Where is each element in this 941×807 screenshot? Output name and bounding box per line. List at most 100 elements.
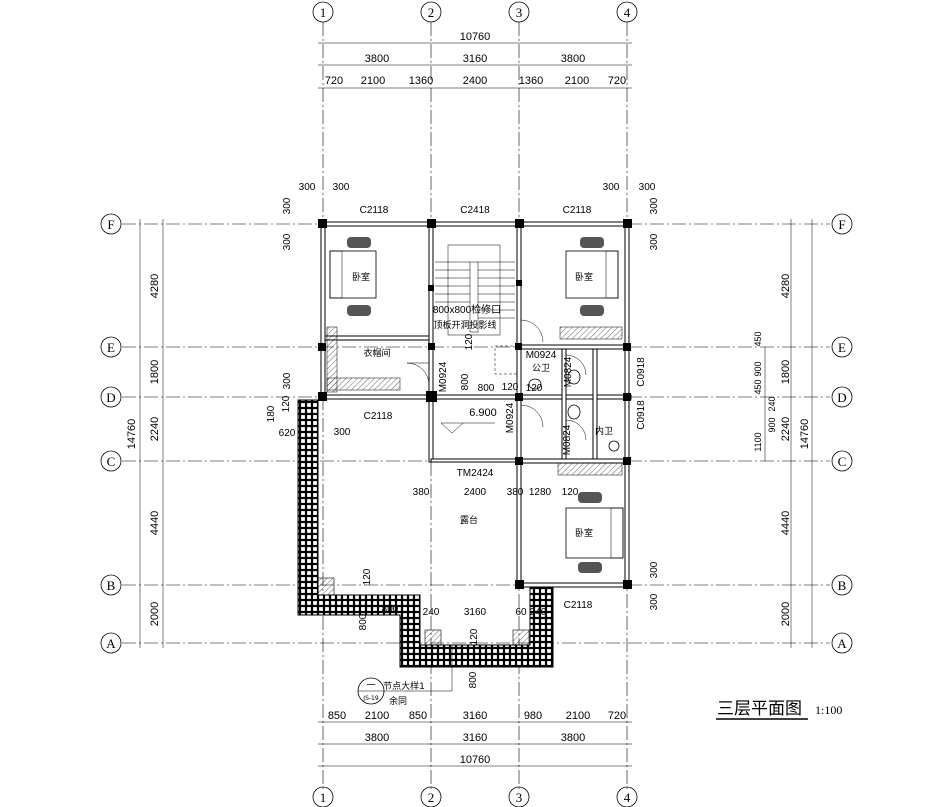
axis-row-C-left: C — [100, 450, 122, 472]
axis-row-D-left: D — [100, 386, 122, 408]
nightstands — [347, 237, 604, 573]
dim-top-mid: 3800 — [365, 53, 389, 65]
window-label: C2118 — [364, 411, 393, 422]
svg-text:120: 120 — [526, 383, 543, 394]
staircase — [435, 244, 518, 375]
axis-col-3-top: 3 — [508, 1, 530, 23]
svg-text:240: 240 — [423, 607, 440, 618]
svg-text:300: 300 — [282, 197, 293, 214]
svg-text:240: 240 — [530, 607, 547, 618]
svg-text:1: 1 — [320, 790, 327, 805]
svg-text:D: D — [106, 390, 115, 405]
dim-top-fine: 2100 — [361, 75, 385, 87]
svg-text:节点大样1: 节点大样1 — [383, 680, 425, 692]
svg-text:300: 300 — [649, 233, 660, 250]
svg-text:120: 120 — [362, 568, 373, 585]
svg-text:300: 300 — [333, 182, 350, 193]
door-label: M0924 — [526, 350, 557, 361]
walls — [318, 219, 632, 589]
svg-text:2400: 2400 — [464, 487, 487, 498]
window-label: C0918 — [636, 357, 647, 387]
wardrobes — [326, 326, 623, 476]
dim-top-fine: 1360 — [409, 75, 433, 87]
svg-text:2: 2 — [428, 790, 435, 805]
svg-text:800: 800 — [382, 604, 399, 615]
svg-text:D: D — [837, 390, 846, 405]
axis-col-4-top: 4 — [616, 1, 638, 23]
dim-top-fine: 2400 — [463, 75, 487, 87]
dim-right-fine: 900 — [767, 417, 777, 432]
axis-col-4-bottom: 4 — [616, 786, 638, 807]
axis-row-E-right: E — [831, 336, 853, 358]
axis-row-B-right: B — [831, 574, 853, 596]
dim-bottom-fine: 720 — [608, 710, 626, 722]
svg-text:B: B — [838, 578, 847, 593]
dim-right: 1800 — [780, 360, 792, 384]
axis-col-2-top: 2 — [420, 1, 442, 23]
svg-text:F: F — [838, 217, 845, 232]
svg-text:4: 4 — [624, 5, 631, 20]
svg-text:4: 4 — [624, 790, 631, 805]
window-label: C0918 — [636, 400, 647, 430]
parapet-post — [512, 629, 530, 646]
svg-text:620: 620 — [279, 428, 296, 439]
dim-left: 2240 — [149, 417, 161, 441]
parapet-post — [424, 629, 442, 646]
room-label-public-bath: 公卫 — [532, 363, 550, 374]
axis-bubbles: 1 2 3 4 1 2 3 4 F E D C B A F E D C B A — [100, 1, 853, 807]
door-label: M0824 — [562, 424, 573, 455]
svg-text:800: 800 — [358, 613, 369, 630]
dim-right-fine: 450 — [753, 331, 763, 346]
svg-text:300: 300 — [282, 233, 293, 250]
dim-bottom-mid: 3800 — [365, 732, 389, 744]
svg-text:120: 120 — [502, 382, 519, 393]
balcony-parapet — [297, 399, 554, 668]
svg-text:2: 2 — [428, 5, 435, 20]
svg-text:JS-19: JS-19 — [362, 695, 379, 702]
door-label: M0924 — [505, 402, 516, 433]
svg-text:余同: 余同 — [389, 695, 407, 707]
dim-right: 4440 — [780, 511, 792, 535]
dim-bottom-mid: 3160 — [463, 732, 487, 744]
svg-text:3160: 3160 — [464, 607, 487, 618]
dim-left: 4280 — [149, 274, 161, 298]
dim-bottom-total: 10760 — [460, 754, 491, 766]
dim-bottom-fine: 3160 — [463, 710, 487, 722]
window-label: C2418 — [460, 205, 490, 216]
svg-text:1: 1 — [320, 5, 327, 20]
svg-text:120: 120 — [469, 628, 480, 645]
svg-text:300: 300 — [649, 561, 660, 578]
dim-left: 1800 — [149, 360, 161, 384]
svg-text:300: 300 — [334, 427, 351, 438]
axis-col-1-bottom: 1 — [312, 786, 334, 807]
svg-text:120: 120 — [464, 333, 475, 350]
dim-top-fine: 720 — [608, 75, 626, 87]
drawing-title-text: 三层平面图 — [717, 699, 802, 719]
window-label: C2118 — [360, 205, 389, 216]
dimension-lines — [139, 42, 813, 767]
svg-text:A: A — [837, 636, 847, 651]
svg-text:120: 120 — [562, 487, 579, 498]
svg-text:3: 3 — [516, 5, 523, 20]
svg-text:E: E — [107, 340, 115, 355]
drawing-title: 三层平面图 1:100 — [716, 699, 842, 720]
door-label: M0924 — [438, 361, 449, 392]
dim-bottom-fine: 2100 — [365, 710, 389, 722]
axis-row-A-left: A — [100, 632, 122, 654]
svg-text:B: B — [107, 578, 116, 593]
svg-text:120: 120 — [281, 395, 292, 412]
dim-bottom-fine: 2100 — [566, 710, 590, 722]
axis-col-1-top: 1 — [312, 1, 334, 23]
svg-text:A: A — [106, 636, 116, 651]
window-label: TM2424 — [457, 468, 494, 479]
axis-col-3-bottom: 3 — [508, 786, 530, 807]
dim-right-fine: 900 — [753, 361, 763, 376]
svg-text:300: 300 — [603, 182, 620, 193]
dim-top-fine: 720 — [325, 75, 343, 87]
axis-row-D-right: D — [831, 386, 853, 408]
dim-top-mid: 3800 — [561, 53, 585, 65]
dim-right-fine: 450 — [753, 379, 763, 394]
svg-text:300: 300 — [299, 182, 316, 193]
axis-col-2-bottom: 2 — [420, 786, 442, 807]
